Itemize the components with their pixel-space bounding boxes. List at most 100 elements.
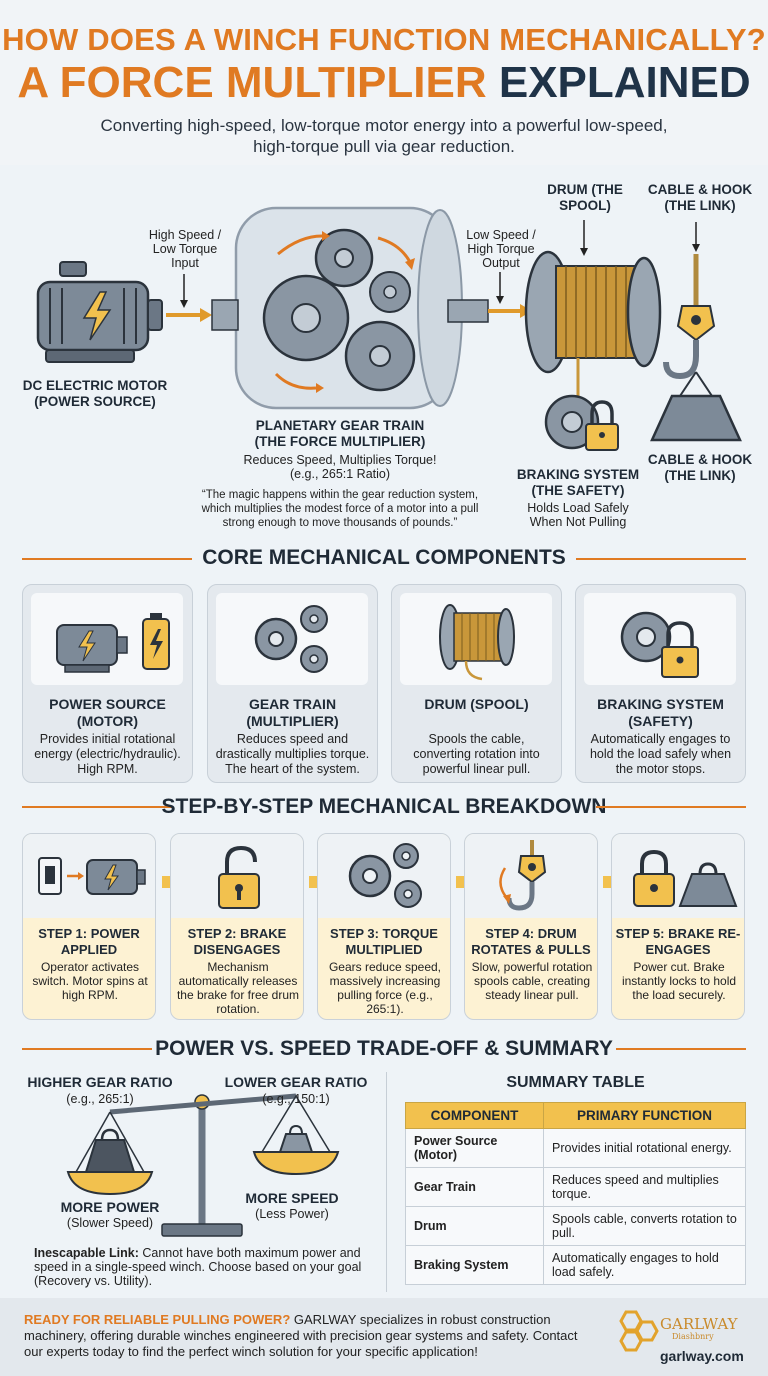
motor-battery-icon [56,613,170,673]
step-art [171,834,303,918]
lock-weight-icon [633,849,738,907]
drum-icon [439,604,515,681]
component-desc: Reduces speed and drastically multiplies… [215,732,370,776]
table-cell-function: Spools cable, converts rotation to pull. [543,1206,746,1246]
logo-subtext: Diashbnry [672,1332,714,1341]
balance-scale-icon [66,1093,340,1237]
step-art [318,834,450,918]
open-lock-icon [218,845,260,909]
subtitle: Converting high-speed, low-torque motor … [100,116,668,156]
lower-ratio-value: (e.g., 150:1) [262,1092,330,1106]
component-title: POWER SOURCE (MOTOR) [49,696,166,729]
component-card-gear-train: GEAR TRAIN (MULTIPLIER) Reduces speed an… [207,584,378,783]
table-header-component: COMPONENT [405,1102,544,1129]
title-line-2-end: EXPLAINED [498,58,751,107]
component-art [584,593,736,685]
section-rule [22,558,192,560]
footer-cta: READY FOR RELIABLE PULLING POWER? GARLWA… [24,1312,590,1360]
title-line-2-highlight: A FORCE MULTIPLIER [17,58,487,107]
step-title: STEP 4: DRUM ROTATES & PULLS [471,926,591,957]
component-art [400,593,552,685]
winch-diagram [36,206,742,451]
steps-title: STEP-BY-STEP MECHANICAL BREAKDOWN [161,795,607,818]
more-speed-sub: (Less Power) [255,1207,329,1221]
step-art [23,834,155,918]
section-rule [22,806,172,808]
section-rule [22,1048,152,1050]
step-desc: Gears reduce speed, massively increasing… [328,960,442,1016]
step-title: STEP 1: POWER APPLIED [38,926,140,957]
garlway-logo-icon [619,1310,659,1352]
component-art [216,593,368,685]
step-desc: Mechanism automatically releases the bra… [176,960,300,1016]
footer: READY FOR RELIABLE PULLING POWER? GARLWA… [0,1298,768,1376]
cable-hook-label-top: CABLE & HOOK (THE LINK) [647,182,753,213]
footer-cta-text: GARLWAY specializes in robust constructi… [24,1312,578,1359]
table-header-row: COMPONENT PRIMARY FUNCTION [405,1102,746,1129]
logo-text: GARLWAY [660,1315,738,1333]
input-label: High Speed / Low Torque Input [148,228,222,270]
title-line-2: A FORCE MULTIPLIER EXPLAINED [0,58,768,108]
component-desc: Automatically engages to hold the load s… [589,732,732,776]
more-power-label: MORE POWER [60,1199,160,1215]
higher-ratio-value: (e.g., 265:1) [66,1092,134,1106]
step-title: STEP 3: TORQUE MULTIPLIED [330,926,438,957]
switch-motor-icon [38,857,146,895]
gear-housing-icon [211,206,489,410]
table-cell-component: Power Source (Motor) [405,1128,544,1168]
step-card-2: STEP 2: BRAKE DISENGAGES Mechanism autom… [170,833,304,1020]
section-rule [576,558,746,560]
component-art [31,593,183,685]
section-rule [596,806,746,808]
component-title: DRUM (SPOOL) [424,696,529,712]
gears-icon [254,605,328,673]
component-title: GEAR TRAIN (MULTIPLIER) [246,696,339,729]
gear-lock-icon [620,611,699,678]
output-label: Low Speed / High Torque Output [466,228,536,270]
table-header-function: PRIMARY FUNCTION [543,1102,746,1129]
lower-ratio-label: LOWER GEAR RATIO [224,1074,368,1090]
more-power-sub: (Slower Speed) [66,1216,154,1230]
step-art [612,834,744,918]
vertical-divider [386,1072,387,1292]
gear-train-label: PLANETARY GEAR TRAIN (THE FORCE MULTIPLI… [254,418,426,449]
cable-hook-label-bottom: CABLE & HOOK (THE LINK) [647,452,753,483]
inescapable-link-bold: Inescapable Link: [34,1246,139,1260]
step-card-5: STEP 5: BRAKE RE-ENGAGES Power cut. Brak… [611,833,745,1020]
inescapable-link-note: Inescapable Link: Cannot have both maxim… [34,1246,374,1288]
step-card-3: STEP 3: TORQUE MULTIPLIED Gears reduce s… [317,833,451,1020]
motor-label: DC ELECTRIC MOTOR (POWER SOURCE) [22,378,168,409]
step-title: STEP 5: BRAKE RE-ENGAGES [615,926,741,957]
section-rule [616,1048,746,1050]
hook-icon [650,222,742,442]
table-cell-function: Reduces speed and multiplies torque. [543,1167,746,1207]
hook-icon [499,840,547,911]
header: HOW DOES A WINCH FUNCTION MECHANICALLY? … [0,0,768,165]
diagram-quote: “The magic happens within the gear reduc… [201,489,479,529]
summary-title: SUMMARY TABLE [506,1074,645,1091]
brake-desc: Holds Load Safely When Not Pulling [527,501,629,529]
brake-label: BRAKING SYSTEM (THE SAFETY) [516,467,640,498]
step-desc: Slow, powerful rotation spools cable, cr… [471,960,593,1002]
footer-cta-bold: READY FOR RELIABLE PULLING POWER? [24,1312,291,1327]
brake-icon [544,394,619,451]
table-row: Power Source (Motor) Provides initial ro… [405,1128,746,1168]
components-title: CORE MECHANICAL COMPONENTS [202,546,566,569]
website-link[interactable]: garlway.com [660,1348,744,1364]
component-card-power: POWER SOURCE (MOTOR) Provides initial ro… [22,584,193,783]
step-desc: Operator activates switch. Motor spins a… [32,960,148,1002]
table-cell-component: Braking System [405,1245,544,1285]
motor-icon [36,261,163,363]
gears-icon [348,843,422,908]
more-speed-label: MORE SPEED [245,1190,339,1206]
component-desc: Spools the cable, converting rotation in… [413,732,540,776]
component-title: BRAKING SYSTEM (SAFETY) [597,696,724,729]
table-row: Drum Spools cable, converts rotation to … [405,1206,746,1246]
table-cell-function: Automatically engages to hold load safel… [543,1245,746,1285]
step-card-1: STEP 1: POWER APPLIED Operator activates… [22,833,156,1020]
table-row: Gear Train Reduces speed and multiplies … [405,1167,746,1207]
summary-table: COMPONENT PRIMARY FUNCTION Power Source … [405,1102,746,1285]
component-card-drum: DRUM (SPOOL) Spools the cable, convertin… [391,584,562,783]
component-card-brake: BRAKING SYSTEM (SAFETY) Automatically en… [575,584,746,783]
component-desc: Provides initial rotational energy (elec… [34,732,181,776]
